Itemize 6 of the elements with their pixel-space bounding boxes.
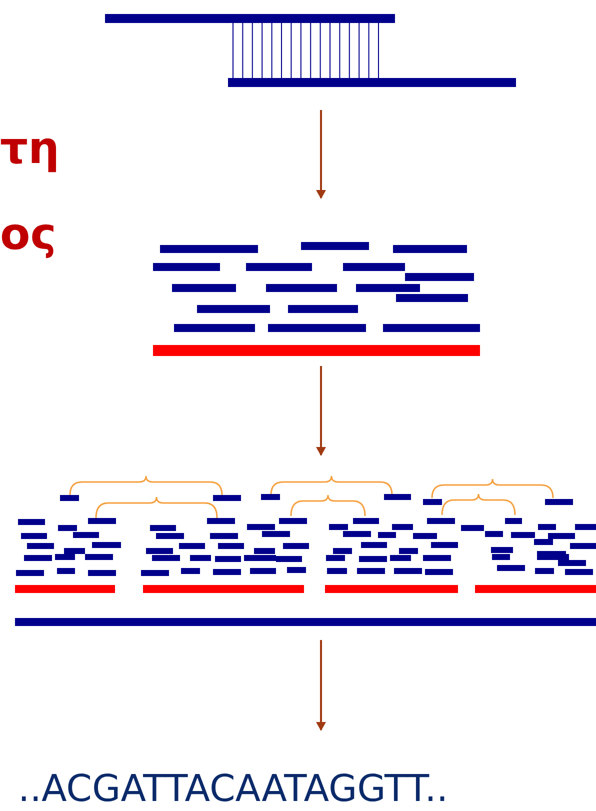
arrow (316, 640, 326, 731)
arrow (316, 366, 326, 456)
arrow (316, 110, 326, 199)
heading-fragment: ος (0, 210, 56, 260)
heading-fragment: τη (0, 124, 60, 174)
sequence-text: ..ACGATTACAATAGGTT.. (0, 730, 596, 811)
